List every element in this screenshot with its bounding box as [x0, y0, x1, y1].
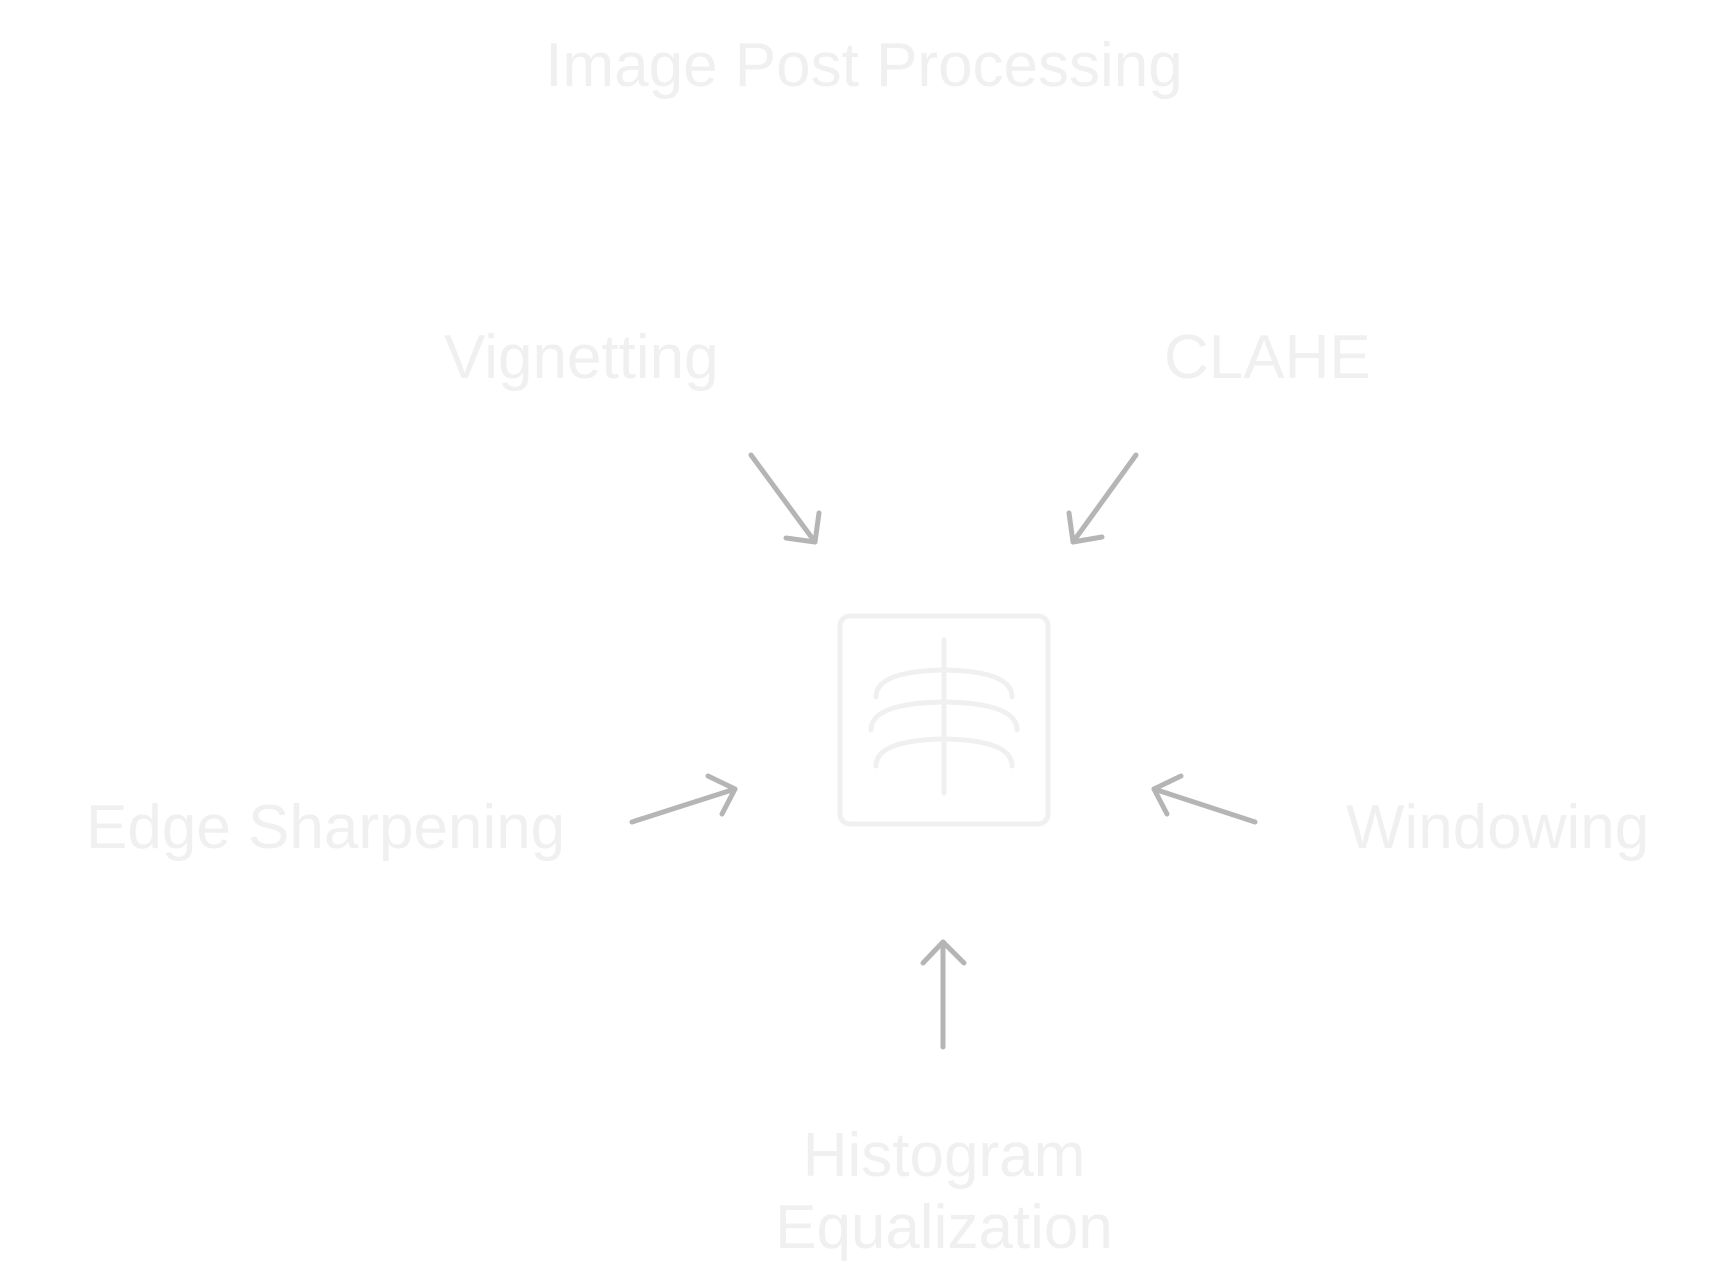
arrow-edge-sharpening-to-center [629, 773, 738, 825]
technique-label-vignetting: Vignetting [444, 323, 719, 392]
arrow-vignetting-to-center [748, 452, 822, 545]
technique-label-clahe: CLAHE [1164, 323, 1371, 392]
arrow-histogram-to-center [920, 939, 967, 1050]
technique-label-edge-sharpening: Edge Sharpening [86, 793, 566, 862]
arrow-clahe-to-center [1066, 452, 1139, 545]
arrow-windowing-to-center [1151, 773, 1258, 825]
xray-ribcage-icon [837, 613, 1051, 827]
diagram-title: Image Post Processing [545, 31, 1183, 100]
technique-label-windowing: Windowing [1346, 793, 1650, 862]
technique-label-histogram-equalization: Histogram Equalization [775, 1121, 1113, 1262]
